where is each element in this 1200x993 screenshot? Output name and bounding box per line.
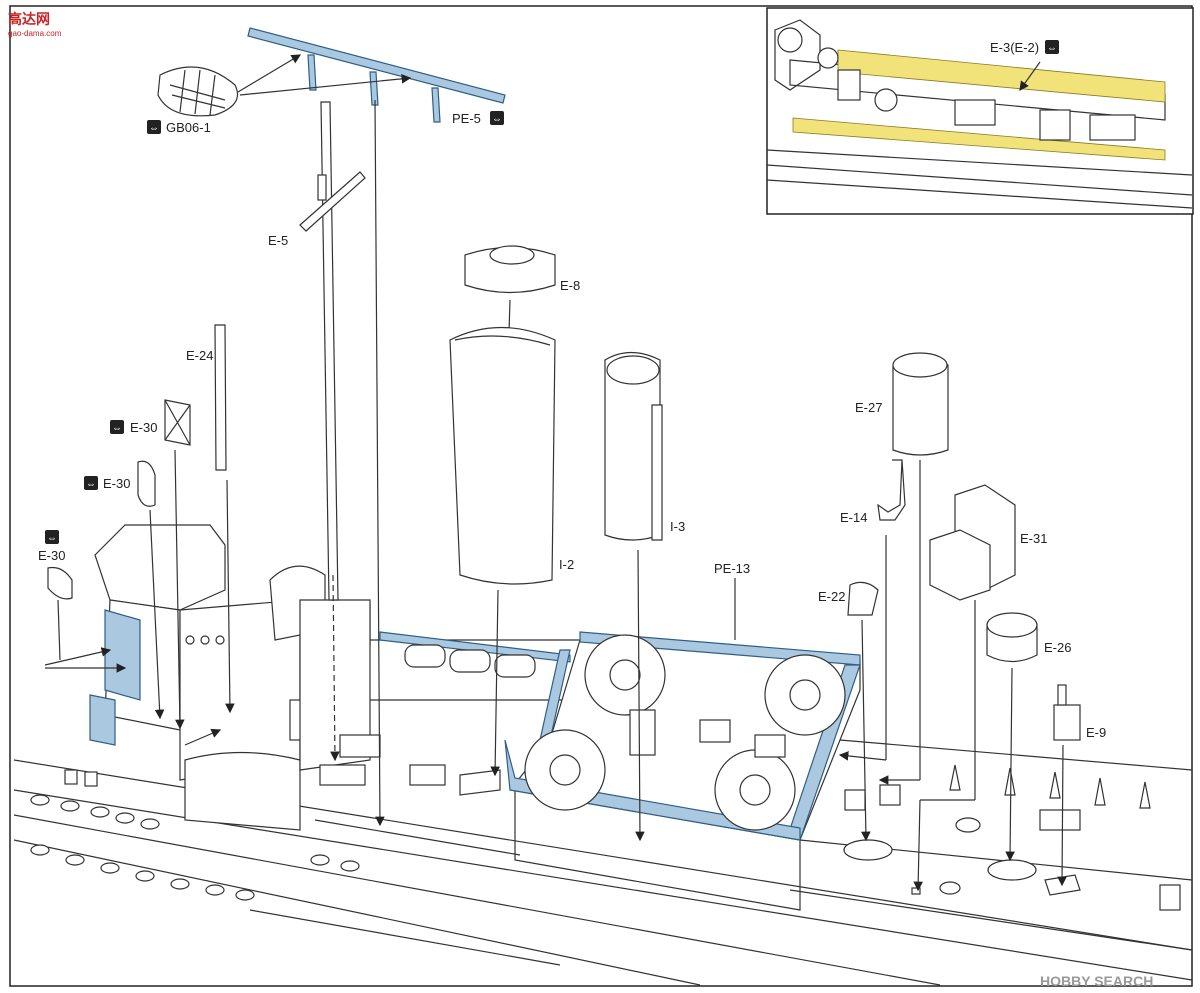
svg-text:⇔: ⇔ — [112, 423, 122, 434]
part-e27 — [878, 352, 949, 785]
flip-badge-e30-c: ⇔ — [45, 530, 59, 544]
mast-e5 — [299, 101, 366, 762]
label-e5: E-5 — [268, 233, 288, 248]
pe13-railing-platform — [504, 631, 861, 841]
label-e30-c: E-30 — [38, 548, 65, 563]
gb06-1-life-raft — [157, 54, 412, 117]
part-i2-funnel — [449, 327, 556, 777]
flip-badge-e30-a: ⇔ — [110, 420, 124, 434]
part-e30-c — [44, 566, 127, 673]
label-e27: E-27 — [855, 400, 882, 415]
label-e31: E-31 — [1020, 531, 1047, 546]
bridge-superstructure — [64, 524, 371, 831]
detail-inset: E-3(E-2) ⇔ — [766, 7, 1194, 215]
part-e9 — [1053, 684, 1081, 887]
part-e14 — [838, 459, 906, 761]
flip-badge-e30-b: ⇔ — [84, 476, 98, 490]
part-e26 — [986, 612, 1038, 862]
flip-badge-pe5: ⇔ — [490, 111, 504, 125]
label-e3-e2: E-3(E-2) — [990, 40, 1039, 55]
gun-tubs — [524, 634, 846, 831]
life-rafts-deck — [404, 644, 536, 678]
svg-text:⇔: ⇔ — [47, 533, 57, 544]
svg-text:⇔: ⇔ — [1047, 43, 1057, 54]
part-e30-a — [164, 399, 191, 730]
svg-text:⇔: ⇔ — [149, 123, 159, 134]
label-e26: E-26 — [1044, 640, 1071, 655]
svg-text:⇔: ⇔ — [86, 479, 96, 490]
part-e8-cap — [464, 245, 556, 367]
label-i2: I-2 — [559, 557, 574, 572]
svg-text:⇔: ⇔ — [492, 114, 502, 125]
svg-text:HOBBY SEARCH: HOBBY SEARCH — [1040, 973, 1153, 989]
flip-badge-gb06: ⇔ — [147, 120, 161, 134]
part-e24-pole — [214, 324, 235, 714]
watermark-hobbysearch: HOBBY SEARCH — [1040, 973, 1153, 989]
watermark-top-left: 高达网 gao-dama.com — [8, 11, 62, 38]
flip-icon: ⇔ — [1045, 40, 1059, 54]
label-e8: E-8 — [560, 278, 580, 293]
label-e24: E-24 — [186, 348, 213, 363]
part-e30-b — [137, 460, 165, 720]
portholes — [30, 794, 360, 901]
part-e31 — [913, 484, 1016, 892]
label-gb06-1: GB06-1 — [166, 120, 211, 135]
label-e9: E-9 — [1086, 725, 1106, 740]
svg-text:gao-dama.com: gao-dama.com — [8, 29, 62, 38]
label-pe5: PE-5 — [452, 111, 481, 126]
pe5-yardarm — [247, 27, 506, 827]
label-pe13: PE-13 — [714, 561, 750, 576]
label-e30-b: E-30 — [103, 476, 130, 491]
part-i3-funnel — [604, 351, 663, 842]
label-e14: E-14 — [840, 510, 867, 525]
aft-deck — [799, 739, 1193, 911]
label-i3: I-3 — [670, 519, 685, 534]
svg-text:高达网: 高达网 — [8, 11, 50, 27]
part-e22 — [847, 581, 879, 842]
label-e30-a: E-30 — [130, 420, 157, 435]
label-e22: E-22 — [818, 589, 845, 604]
page-frame — [9, 5, 1193, 987]
